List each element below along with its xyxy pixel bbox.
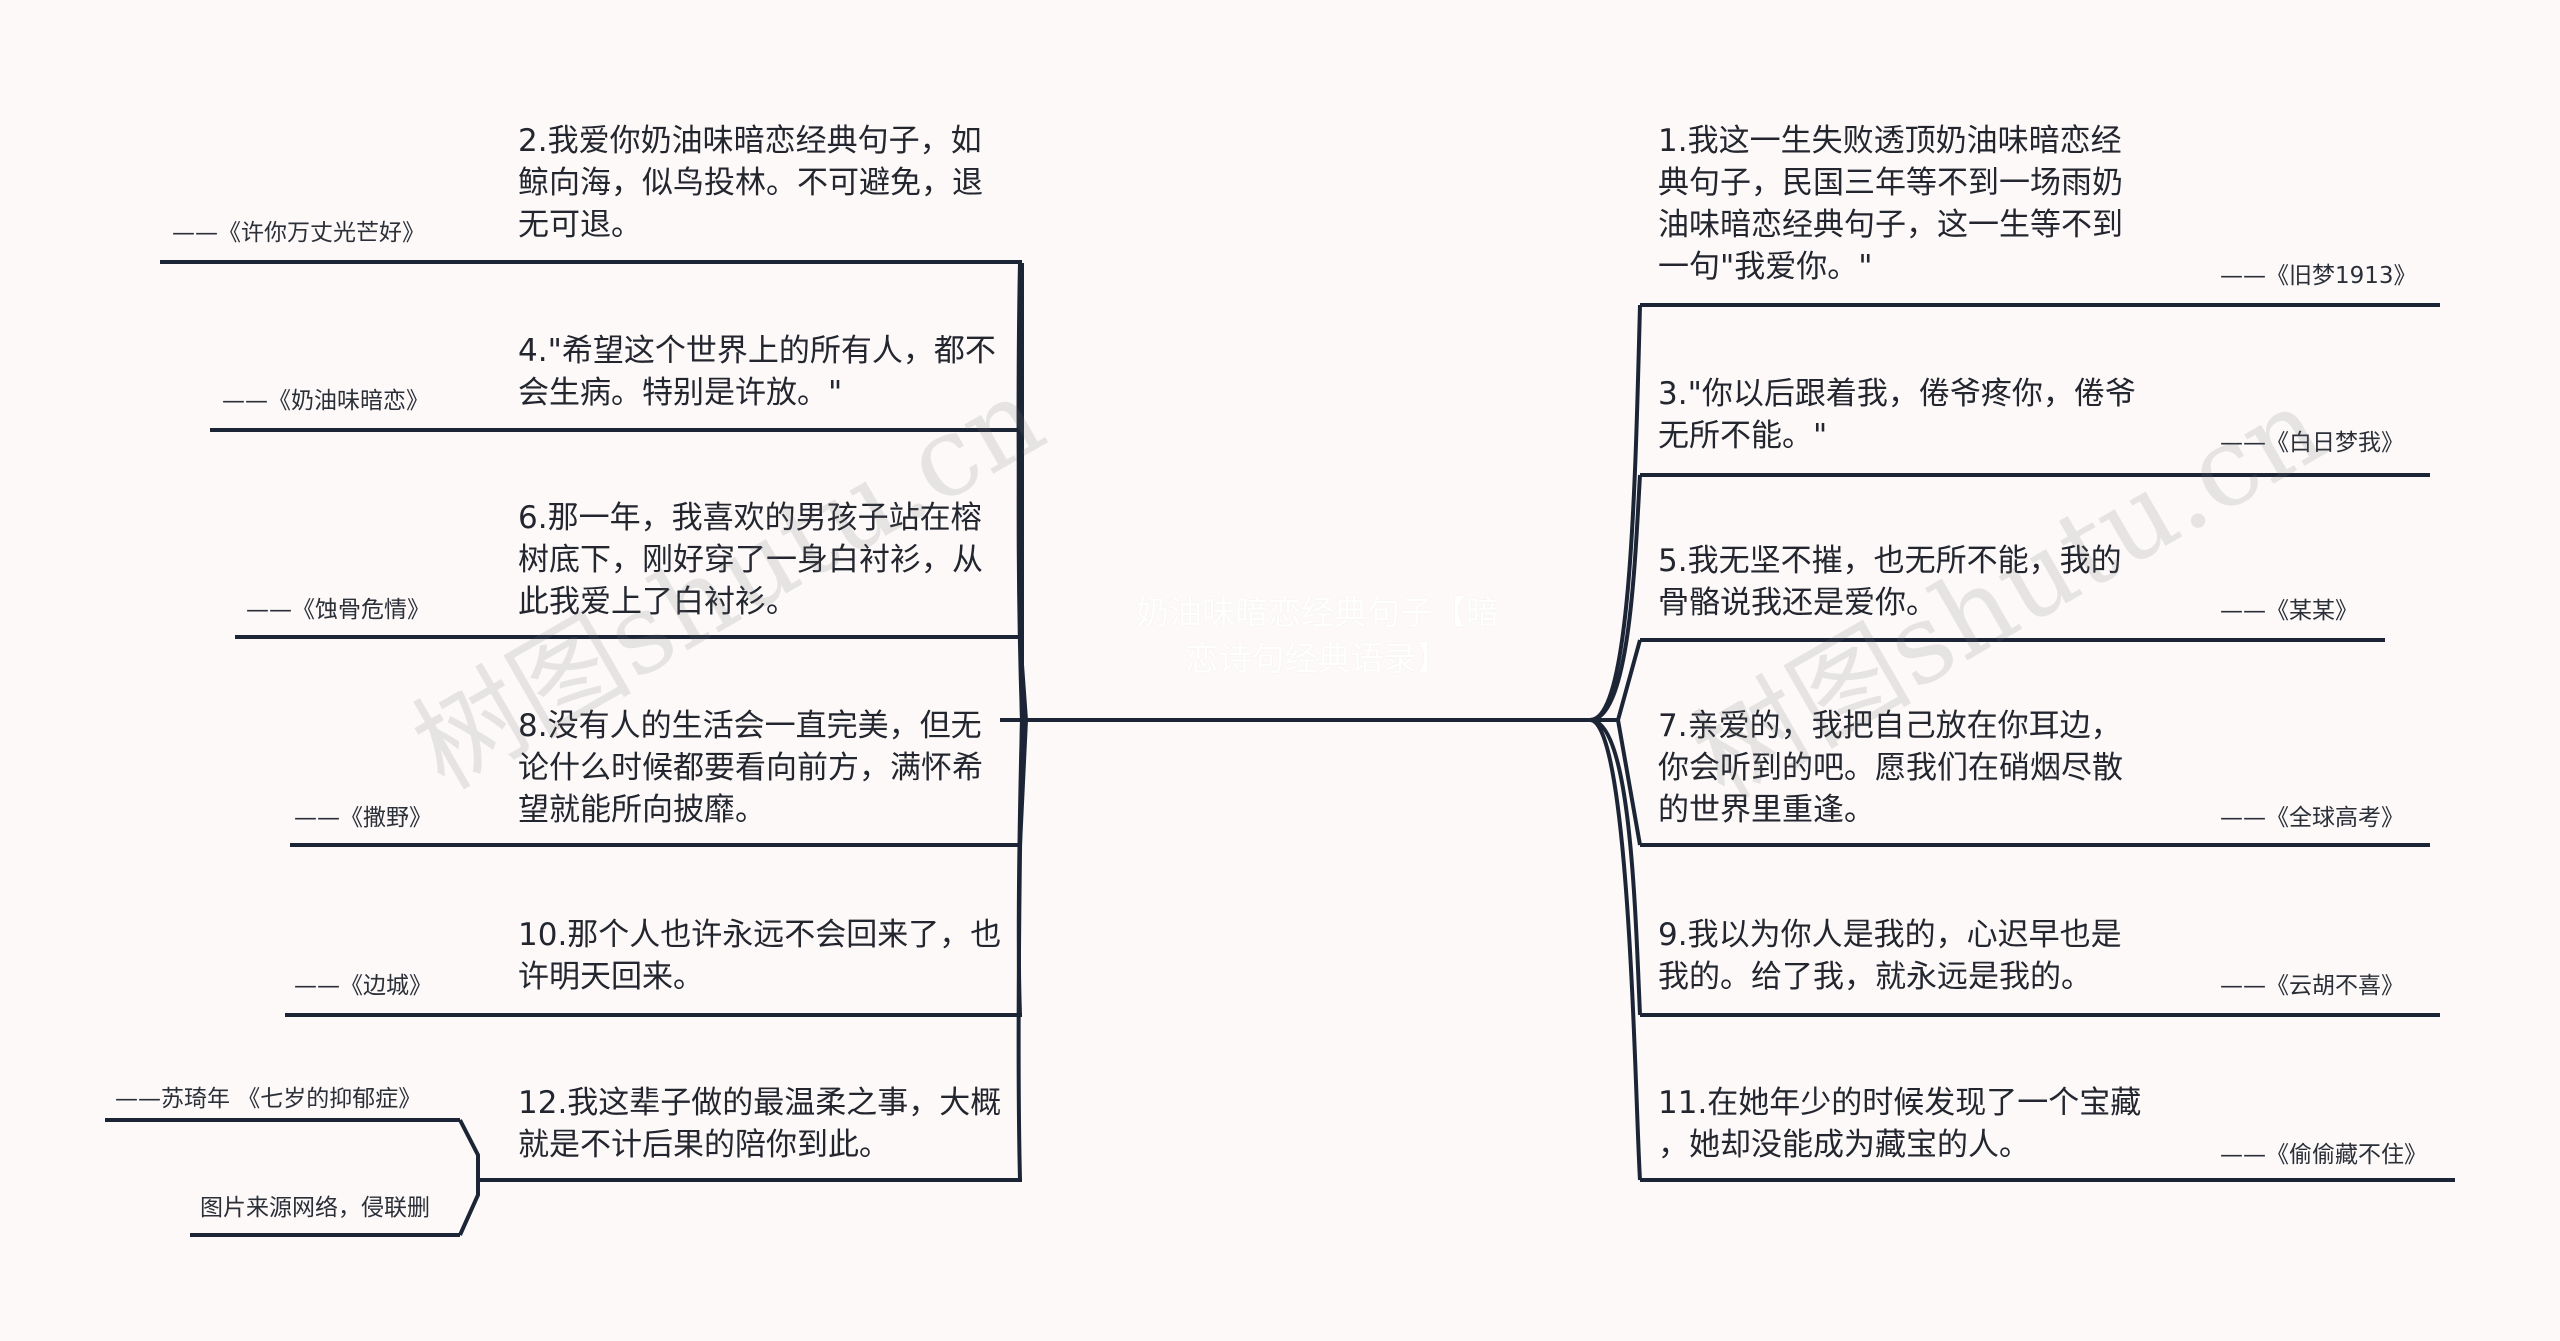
quote-line: 1.我这一生失败透顶奶油味暗恋经: [1658, 123, 2122, 159]
source-label: ——《全球高考》: [2220, 805, 2404, 831]
quote-line: 无所不能。": [1658, 418, 1828, 454]
source-label: ——《云胡不喜》: [2220, 973, 2404, 999]
quote-node-12[interactable]: 12.我这辈子做的最温柔之事，大概 就是不计后果的陪你到此。: [518, 1082, 1001, 1166]
quote-line: ，她却没能成为藏宝的人。: [1658, 1127, 2030, 1163]
source-label: ——《偷偷藏不住》: [2220, 1142, 2427, 1168]
source-label: ——《边城》: [294, 973, 432, 999]
quote-line: 油味暗恋经典句子，这一生等不到: [1658, 207, 2123, 243]
quote-line: 11.在她年少的时候发现了一个宝藏: [1658, 1085, 2142, 1121]
source-label: ——苏琦年 《七岁的抑郁症》: [115, 1086, 422, 1112]
quote-line: 会生病。特别是许放。": [518, 375, 843, 411]
quote-line: 一句"我爱你。": [1658, 249, 1873, 285]
quote-node-3[interactable]: 3."你以后跟着我，倦爷疼你，倦爷 无所不能。": [1658, 373, 2136, 457]
quote-line: 你会听到的吧。愿我们在硝烟尽散: [1658, 750, 2123, 786]
quote-node-9[interactable]: 9.我以为你人是我的，心迟早也是 我的。给了我，就永远是我的。: [1658, 914, 2122, 998]
quote-node-5[interactable]: 5.我无坚不摧，也无所不能，我的 骨骼说我还是爱你。: [1658, 540, 2122, 624]
source-label: ——《旧梦1913》: [2220, 263, 2417, 289]
quote-line: 9.我以为你人是我的，心迟早也是: [1658, 917, 2122, 953]
center-topic[interactable]: 奶油味暗恋经典句子【暗 恋诗句经典语录】: [1045, 590, 1590, 682]
source-label: ——《某某》: [2220, 598, 2358, 624]
quote-line: 我的。给了我，就永远是我的。: [1658, 959, 2092, 995]
source-label: ——《白日梦我》: [2220, 430, 2404, 456]
quote-line: 鲸向海，似鸟投林。不可避免，退: [518, 165, 983, 201]
quote-line: 4."希望这个世界上的所有人，都不: [518, 333, 996, 369]
quote-line: 8.没有人的生活会一直完美，但无: [518, 708, 982, 744]
quote-line: 望就能所向披靡。: [518, 792, 766, 828]
quote-line: 骨骼说我还是爱你。: [1658, 585, 1937, 621]
quote-line: 12.我这辈子做的最温柔之事，大概: [518, 1085, 1002, 1121]
quote-line: 无可退。: [518, 207, 642, 243]
quote-node-7[interactable]: 7.亲爱的，我把自己放在你耳边， 你会听到的吧。愿我们在硝烟尽散 的世界里重逢。: [1658, 705, 2123, 831]
center-topic-line2: 恋诗句经典语录】: [1185, 639, 1450, 678]
source-label: ——《奶油味暗恋》: [222, 388, 429, 414]
center-topic-line1: 奶油味暗恋经典句子【暗: [1136, 593, 1499, 632]
quote-line: 典句子，民国三年等不到一场雨奶: [1658, 165, 2123, 201]
quote-line: 10.那个人也许永远不会回来了，也: [518, 917, 1002, 953]
quote-line: 论什么时候都要看向前方，满怀希: [518, 750, 983, 786]
quote-node-4[interactable]: 4."希望这个世界上的所有人，都不 会生病。特别是许放。": [518, 330, 996, 414]
quote-line: 7.亲爱的，我把自己放在你耳边，: [1658, 708, 2122, 744]
quote-line: 5.我无坚不摧，也无所不能，我的: [1658, 543, 2122, 579]
quote-node-2[interactable]: 2.我爱你奶油味暗恋经典句子，如 鲸向海，似鸟投林。不可避免，退 无可退。: [518, 120, 983, 246]
quote-line: 树底下，刚好穿了一身白衬衫，从: [518, 542, 983, 578]
quote-node-11[interactable]: 11.在她年少的时候发现了一个宝藏 ，她却没能成为藏宝的人。: [1658, 1082, 2141, 1166]
quote-node-8[interactable]: 8.没有人的生活会一直完美，但无 论什么时候都要看向前方，满怀希 望就能所向披靡…: [518, 705, 983, 831]
quote-line: 3."你以后跟着我，倦爷疼你，倦爷: [1658, 376, 2136, 412]
source-label: ——《许你万丈光芒好》: [172, 220, 425, 246]
image-credit-note: 图片来源网络，侵联删: [200, 1195, 430, 1221]
quote-node-1[interactable]: 1.我这一生失败透顶奶油味暗恋经 典句子，民国三年等不到一场雨奶 油味暗恋经典句…: [1658, 120, 2123, 288]
quote-line: 许明天回来。: [518, 959, 704, 995]
source-label: ——《蚀骨危情》: [246, 597, 430, 623]
quote-node-6[interactable]: 6.那一年，我喜欢的男孩子站在榕 树底下，刚好穿了一身白衬衫，从 此我爱上了白衬…: [518, 497, 983, 623]
quote-line: 2.我爱你奶油味暗恋经典句子，如: [518, 123, 982, 159]
quote-line: 就是不计后果的陪你到此。: [518, 1127, 890, 1163]
quote-node-10[interactable]: 10.那个人也许永远不会回来了，也 许明天回来。: [518, 914, 1001, 998]
quote-line: 6.那一年，我喜欢的男孩子站在榕: [518, 500, 982, 536]
quote-line: 的世界里重逢。: [1658, 792, 1875, 828]
source-label: ——《撒野》: [294, 805, 432, 831]
quote-line: 此我爱上了白衬衫。: [518, 584, 797, 620]
